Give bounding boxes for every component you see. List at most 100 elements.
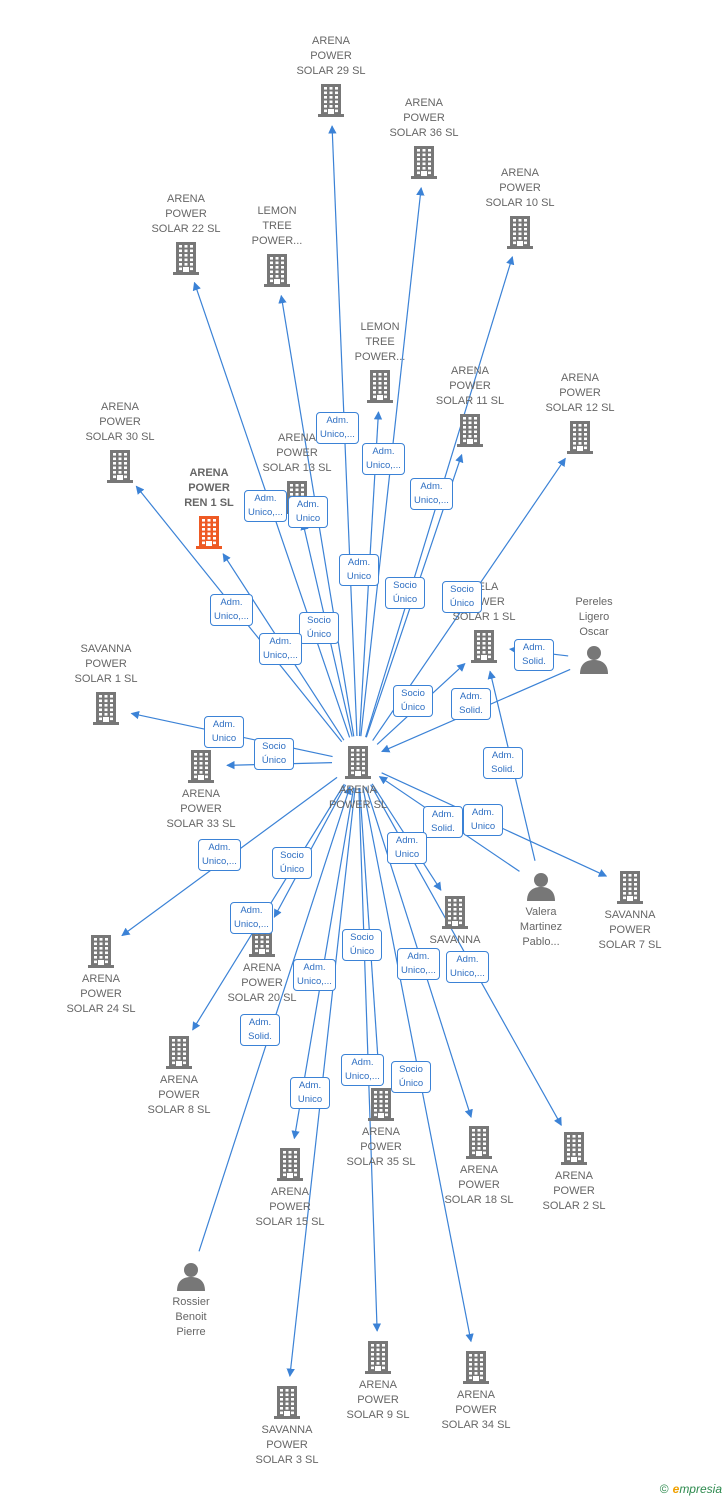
building-icon bbox=[463, 1351, 489, 1384]
node-label: ARENA POWER SOLAR 22 SL bbox=[151, 193, 221, 235]
relation-label[interactable]: Adm. Unico,... bbox=[244, 490, 287, 522]
relation-label[interactable]: Adm. Unico,... bbox=[316, 412, 359, 444]
relation-label[interactable]: Adm. Solid. bbox=[451, 688, 491, 720]
building-icon bbox=[367, 370, 393, 403]
relation-label[interactable]: Socio Único bbox=[254, 738, 294, 770]
relation-label[interactable]: Adm. Unico,... bbox=[259, 633, 302, 665]
node-label: LEMON TREE POWER... bbox=[354, 321, 406, 363]
graph-node-valera[interactable]: Valera Martinez Pablo... bbox=[486, 871, 596, 950]
node-label: SAVANNA POWER SOLAR 7 SL bbox=[598, 909, 662, 951]
relation-label[interactable]: Socio Único bbox=[385, 577, 425, 609]
graph-node-s30[interactable]: ARENA POWER SOLAR 30 SL bbox=[65, 400, 175, 483]
building-icon bbox=[365, 1341, 391, 1374]
node-label: ARENA POWER SOLAR 12 SL bbox=[545, 372, 615, 414]
graph-node-s35[interactable]: ARENA POWER SOLAR 35 SL bbox=[326, 1087, 436, 1170]
relation-label[interactable]: Adm. Unico,... bbox=[410, 478, 453, 510]
building-icon bbox=[173, 242, 199, 275]
node-label: ARENA POWER SOLAR 33 SL bbox=[166, 788, 236, 830]
graph-node-s8[interactable]: ARENA POWER SOLAR 8 SL bbox=[124, 1035, 234, 1118]
relation-label[interactable]: Adm. Unico,... bbox=[446, 951, 489, 983]
building-icon bbox=[345, 746, 371, 779]
graph-node-center[interactable]: ARENA POWER SL bbox=[303, 745, 413, 813]
building-icon bbox=[561, 1132, 587, 1165]
node-label: SAVANNA POWER SOLAR 3 SL bbox=[255, 1424, 319, 1466]
relation-label[interactable]: Adm. Unico,... bbox=[362, 443, 405, 475]
graph-node-sv7[interactable]: SAVANNA POWER SOLAR 7 SL bbox=[575, 870, 685, 953]
relation-label[interactable]: Adm. Unico,... bbox=[293, 959, 336, 991]
graph-node-s29[interactable]: ARENA POWER SOLAR 29 SL bbox=[276, 34, 386, 117]
relation-label[interactable]: Socio Único bbox=[391, 1061, 431, 1093]
building-icon bbox=[567, 421, 593, 454]
node-label: Rossier Benoit Pierre bbox=[172, 1296, 210, 1338]
relation-label[interactable]: Adm. Unico,... bbox=[198, 839, 241, 871]
relation-label[interactable]: Adm. Unico bbox=[288, 496, 328, 528]
graph-node-sv1[interactable]: SAVANNA POWER SOLAR 1 SL bbox=[51, 642, 161, 725]
graph-node-s11[interactable]: ARENA POWER SOLAR 11 SL bbox=[415, 364, 525, 447]
relation-label[interactable]: Adm. Unico,... bbox=[397, 948, 440, 980]
relation-label[interactable]: Adm. Unico bbox=[387, 832, 427, 864]
graph-node-s22[interactable]: ARENA POWER SOLAR 22 SL bbox=[131, 192, 241, 275]
relation-label[interactable]: Adm. Unico,... bbox=[230, 902, 273, 934]
graph-node-sv3[interactable]: SAVANNA POWER SOLAR 3 SL bbox=[232, 1385, 342, 1468]
building-icon bbox=[107, 450, 133, 483]
building-icon bbox=[274, 1386, 300, 1419]
node-label: ARENA POWER SOLAR 13 SL bbox=[262, 432, 332, 474]
node-label: Pereles Ligero Oscar bbox=[575, 596, 613, 638]
footer-brand[interactable]: ©empresia bbox=[660, 1482, 722, 1496]
node-label: SAVANNA bbox=[429, 934, 481, 946]
relation-label[interactable]: Adm. Unico,... bbox=[210, 594, 253, 626]
node-label: ARENA POWER SOLAR 11 SL bbox=[435, 365, 505, 407]
relation-label[interactable]: Adm. Unico bbox=[339, 554, 379, 586]
graph-node-s2[interactable]: ARENA POWER SOLAR 2 SL bbox=[519, 1131, 629, 1214]
graph-node-s24[interactable]: ARENA POWER SOLAR 24 SL bbox=[46, 934, 156, 1017]
graph-node-s15[interactable]: ARENA POWER SOLAR 15 SL bbox=[235, 1147, 345, 1230]
relation-label[interactable]: Adm. Solid. bbox=[483, 747, 523, 779]
graph-node-s36[interactable]: ARENA POWER SOLAR 36 SL bbox=[369, 96, 479, 179]
building-icon bbox=[88, 935, 114, 968]
node-label: ARENA POWER SOLAR 8 SL bbox=[147, 1074, 211, 1116]
building-icon bbox=[411, 146, 437, 179]
relation-label[interactable]: Socio Único bbox=[442, 581, 482, 613]
relation-label[interactable]: Socio Único bbox=[342, 929, 382, 961]
building-icon bbox=[617, 871, 643, 904]
relation-label[interactable]: Socio Único bbox=[272, 847, 312, 879]
graph-node-s18[interactable]: ARENA POWER SOLAR 18 SL bbox=[424, 1125, 534, 1208]
graph-node-sv2[interactable]: SAVANNA bbox=[400, 895, 510, 948]
node-label: ARENA POWER SOLAR 35 SL bbox=[346, 1126, 416, 1168]
building-icon bbox=[93, 692, 119, 725]
relation-label[interactable]: Adm. Solid. bbox=[240, 1014, 280, 1046]
person-icon bbox=[177, 1263, 205, 1291]
node-label: ARENA POWER SL bbox=[328, 784, 388, 811]
graph-node-s9[interactable]: ARENA POWER SOLAR 9 SL bbox=[323, 1340, 433, 1423]
relation-label[interactable]: Adm. Unico bbox=[463, 804, 503, 836]
graph-node-lt2[interactable]: LEMON TREE POWER... bbox=[325, 320, 435, 403]
graph-node-lt1[interactable]: LEMON TREE POWER... bbox=[222, 204, 332, 287]
relation-label[interactable]: Adm. Solid. bbox=[423, 806, 463, 838]
graph-node-pereles[interactable]: Pereles Ligero Oscar bbox=[539, 595, 649, 674]
building-icon bbox=[277, 1148, 303, 1181]
person-icon bbox=[580, 646, 608, 674]
building-icon bbox=[188, 750, 214, 783]
relation-label[interactable]: Socio Único bbox=[393, 685, 433, 717]
graph-node-rossier[interactable]: Rossier Benoit Pierre bbox=[136, 1261, 246, 1340]
relation-label[interactable]: Adm. Solid. bbox=[514, 639, 554, 671]
node-label: ARENA POWER SOLAR 9 SL bbox=[346, 1379, 410, 1421]
graph-node-s12[interactable]: ARENA POWER SOLAR 12 SL bbox=[525, 371, 635, 454]
graph-node-s10[interactable]: ARENA POWER SOLAR 10 SL bbox=[465, 166, 575, 249]
brand-name: mpresia bbox=[679, 1482, 722, 1496]
relation-label[interactable]: Adm. Unico bbox=[204, 716, 244, 748]
building-icon bbox=[196, 516, 222, 549]
graph-node-ren1[interactable]: ARENA POWER REN 1 SL bbox=[154, 466, 264, 549]
node-label: SAVANNA POWER SOLAR 1 SL bbox=[74, 643, 138, 685]
building-icon bbox=[368, 1088, 394, 1121]
relation-label[interactable]: Adm. Unico bbox=[290, 1077, 330, 1109]
node-label: Valera Martinez Pablo... bbox=[519, 906, 563, 948]
building-icon bbox=[318, 84, 344, 117]
relation-label[interactable]: Socio Único bbox=[299, 612, 339, 644]
graph-node-s34[interactable]: ARENA POWER SOLAR 34 SL bbox=[421, 1350, 531, 1433]
graph-node-s33[interactable]: ARENA POWER SOLAR 33 SL bbox=[146, 749, 256, 832]
node-label: ARENA POWER SOLAR 36 SL bbox=[389, 97, 459, 139]
building-icon bbox=[166, 1036, 192, 1069]
relation-label[interactable]: Adm. Unico,... bbox=[341, 1054, 384, 1086]
node-label: LEMON TREE POWER... bbox=[251, 205, 303, 247]
